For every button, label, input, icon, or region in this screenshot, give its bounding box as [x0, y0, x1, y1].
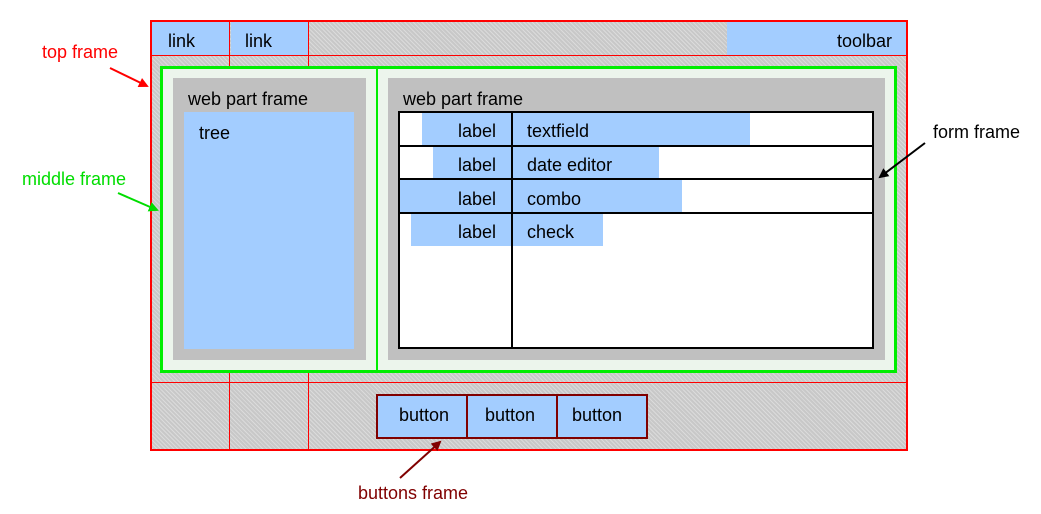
form-frame-callout: form frame [933, 122, 1021, 142]
row-label-4: label [458, 222, 497, 242]
button-1[interactable]: button [399, 405, 450, 425]
link-cell-1[interactable]: link [152, 22, 229, 55]
form-frame-arrow [878, 142, 926, 179]
textfield[interactable] [513, 113, 750, 145]
top-frame-callout: top frame [42, 42, 119, 62]
tree[interactable]: tree [184, 112, 354, 349]
label-cell-2 [433, 147, 511, 178]
right-web-part-title: web part frame [403, 89, 524, 109]
check-label: check [527, 222, 575, 242]
top-frame-rule-bottom [150, 382, 908, 383]
middle-frame-arrow [117, 192, 159, 212]
combo[interactable] [513, 180, 682, 212]
buttons-divider-2 [556, 394, 558, 439]
form-row-rule-3 [398, 212, 874, 214]
row-label-2: label [458, 155, 497, 175]
link-cell-2[interactable]: link [231, 22, 308, 55]
button-2[interactable]: button [485, 405, 536, 425]
buttons-frame-callout: buttons frame [358, 483, 469, 503]
toolbar-cell[interactable]: toolbar [727, 22, 906, 55]
buttons-frame [376, 394, 648, 439]
top-frame-rule-top [150, 55, 908, 56]
button-3[interactable]: button [572, 405, 623, 425]
buttons-divider-1 [466, 394, 468, 439]
row-label-1: label [458, 121, 497, 141]
top-frame-arrow [109, 67, 149, 87]
toolbar-label: toolbar [836, 31, 892, 51]
date-editor-label: date editor [527, 155, 613, 175]
date-editor[interactable] [513, 147, 659, 178]
middle-frame-callout: middle frame [22, 169, 127, 189]
link-1[interactable]: link [168, 31, 196, 51]
tree-label: tree [199, 123, 231, 143]
link-2[interactable]: link [245, 31, 273, 51]
form-row-rule-2 [398, 178, 874, 180]
buttons-frame-arrow [399, 440, 442, 479]
middle-frame-divider [376, 66, 378, 373]
label-cell-3 [400, 180, 511, 212]
label-cell-4 [411, 214, 511, 246]
textfield-label: textfield [527, 121, 590, 141]
form-column-divider [511, 111, 513, 349]
row-label-3: label [458, 189, 497, 209]
label-cell-1 [422, 113, 511, 145]
left-web-part-title: web part frame [188, 89, 309, 109]
combo-label: combo [527, 189, 582, 209]
check[interactable] [513, 214, 603, 246]
form-row-rule-1 [398, 145, 874, 147]
